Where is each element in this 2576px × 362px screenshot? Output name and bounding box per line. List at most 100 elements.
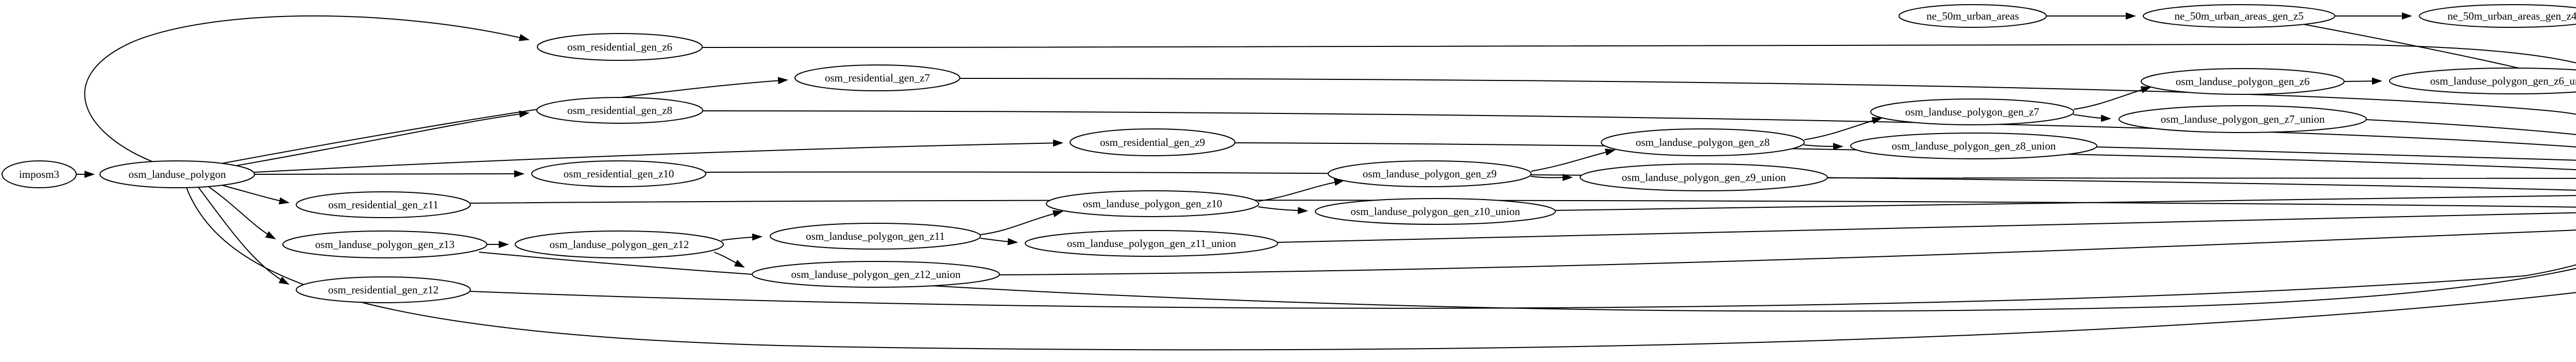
node-osm_residential_gen_z9: osm_residential_gen_z9 (1070, 128, 1235, 156)
node-osm_residential_gen_z7: osm_residential_gen_z7 (794, 64, 960, 91)
edge-osm_landuse_polygon_gen_z7_union-layer_z7 (2366, 119, 2576, 135)
node-osm_landuse_polygon: osm_landuse_polygon (99, 160, 255, 188)
edge-osm_landuse_polygon_gen_z10-osm_landuse_polygon_gen_z10_union (1258, 206, 1308, 215)
node-osm_residential_gen_z11: osm_residential_gen_z11 (296, 191, 471, 218)
node-osm_landuse_polygon_gen_z6_union: osm_landuse_polygon_gen_z6_union (2389, 68, 2576, 94)
node-ne_50m_urban_areas_gen_z4: ne_50m_urban_areas_gen_z4 (2419, 4, 2576, 28)
osm_landuse_polygon_gen_z12_union-ellipse (752, 261, 1000, 288)
osm_residential_gen_z8-label: osm_residential_gen_z8 (567, 104, 672, 117)
ne_50m_urban_areas-ellipse (1899, 4, 2047, 28)
edge-osm_landuse_polygon_gen_z10_union-layer_z10 (1555, 194, 2576, 211)
osm_landuse_polygon_gen_z13-ellipse (282, 231, 487, 258)
osm_landuse_polygon_gen_z10-label: osm_landuse_polygon_gen_z10 (1083, 198, 1223, 210)
node-osm_landuse_polygon_gen_z12: osm_landuse_polygon_gen_z12 (515, 231, 724, 258)
osm_landuse_polygon_gen_z11_union-ellipse (1025, 230, 1278, 257)
node-osm_residential_gen_z8: osm_residential_gen_z8 (536, 97, 703, 124)
osm_residential_gen_z9-label: osm_residential_gen_z9 (1100, 136, 1205, 149)
node-osm_residential_gen_z10: osm_residential_gen_z10 (531, 160, 706, 187)
edge-osm_landuse_polygon_gen_z10-osm_landuse_polygon_gen_z9 (1258, 178, 1345, 202)
node-osm_landuse_polygon_gen_z7_union: osm_landuse_polygon_gen_z7_union (2119, 105, 2367, 133)
edge-osm_landuse_polygon_gen_z11-osm_landuse_polygon_gen_z10 (980, 210, 1063, 235)
osm_residential_gen_z10-label: osm_residential_gen_z10 (564, 168, 674, 180)
node-osm_landuse_polygon_gen_z13: osm_landuse_polygon_gen_z13 (282, 231, 487, 258)
osm_landuse_polygon_gen_z7_union-ellipse (2119, 105, 2367, 133)
edge-osm_landuse_polygon_gen_z12_union-layer_z12 (999, 229, 2576, 275)
osm_residential_gen_z12-label: osm_residential_gen_z12 (328, 284, 439, 296)
node-osm_landuse_polygon_gen_z8_union: osm_landuse_polygon_gen_z8_union (1850, 133, 2097, 159)
edge-osm_residential_gen_z7-layer_z7 (959, 78, 2576, 115)
edge-osm_landuse_polygon-osm_residential_gen_z9 (254, 139, 1063, 173)
osm_landuse_polygon_gen_z10-ellipse (1046, 190, 1259, 217)
osm_landuse_polygon_gen_z8_union-label: osm_landuse_polygon_gen_z8_union (1892, 140, 2056, 152)
osm_landuse_polygon_gen_z6_union-label: osm_landuse_polygon_gen_z6_union (2430, 75, 2576, 87)
osm_residential_gen_z12-ellipse (296, 276, 471, 303)
edge-osm_landuse_polygon_gen_z8-osm_landuse_polygon_gen_z8_union (1803, 142, 1843, 150)
node-osm_landuse_polygon_gen_z10: osm_landuse_polygon_gen_z10 (1046, 190, 1259, 217)
edge-osm_landuse_polygon_gen_z7-osm_landuse_polygon_gen_z7_union (2073, 114, 2111, 122)
osm_landuse_polygon_gen_z6-label: osm_landuse_polygon_gen_z6 (2176, 75, 2310, 88)
edge-osm_residential_gen_z12-layer_z12 (470, 264, 2576, 309)
osm_landuse_polygon-label: osm_landuse_polygon (129, 168, 226, 180)
osm_landuse_polygon_gen_z11_union-label: osm_landuse_polygon_gen_z11_union (1067, 237, 1236, 250)
osm_landuse_polygon_gen_z10_union-ellipse (1315, 198, 1556, 225)
node-ne_50m_urban_areas: ne_50m_urban_areas (1899, 4, 2047, 28)
osm_landuse_polygon_gen_z12-label: osm_landuse_polygon_gen_z12 (550, 238, 689, 251)
edge-osm_landuse_polygon-osm_residential_gen_z12 (198, 187, 290, 285)
edge-osm_landuse_polygon-osm_residential_gen_z8 (236, 110, 530, 166)
node-osm_landuse_polygon_gen_z12_union: osm_landuse_polygon_gen_z12_union (752, 261, 1000, 288)
osm_landuse_polygon_gen_z12-ellipse (515, 231, 724, 258)
osm_landuse_polygon_gen_z10_union-label: osm_landuse_polygon_gen_z10_union (1351, 205, 1520, 218)
edges (76, 12, 2576, 351)
osm_landuse_polygon_gen_z13-label: osm_landuse_polygon_gen_z13 (315, 238, 455, 251)
node-osm_landuse_polygon_gen_z9_union: osm_landuse_polygon_gen_z9_union (1580, 163, 1828, 191)
osm_residential_gen_z7-label: osm_residential_gen_z7 (825, 72, 930, 84)
osm_landuse_polygon_gen_z6_union-ellipse (2389, 68, 2576, 94)
edge-osm_landuse_polygon_gen_z12-osm_landuse_polygon_gen_z12_union (714, 252, 745, 268)
osm_landuse_polygon_gen_z12_union-label: osm_landuse_polygon_gen_z12_union (791, 268, 961, 281)
edge-osm_residential_gen_z11-layer_z11 (470, 200, 2576, 208)
osm_residential_gen_z6-ellipse (537, 33, 703, 61)
edge-osm_landuse_polygon-osm_residential_gen_z7 (221, 77, 788, 164)
imposm3-ellipse (2, 160, 77, 188)
osm_residential_gen_z8-ellipse (536, 97, 703, 124)
node-osm_landuse_polygon_gen_z11: osm_landuse_polygon_gen_z11 (770, 223, 981, 250)
edge-osm_landuse_polygon-osm_residential_gen_z6 (84, 15, 530, 163)
edge-osm_landuse_polygon-osm_residential_gen_z11 (221, 185, 290, 205)
edge-osm_landuse_polygon_gen_z7-osm_landuse_polygon_gen_z6 (2073, 86, 2151, 110)
osm_landuse_polygon_gen_z7-label: osm_landuse_polygon_gen_z7 (1905, 106, 2039, 118)
osm_landuse_polygon_gen_z8_union-ellipse (1850, 133, 2097, 159)
osm_residential_gen_z6-label: osm_residential_gen_z6 (567, 41, 672, 53)
osm_landuse_polygon_gen_z11-ellipse (770, 223, 981, 250)
osm_landuse_polygon_gen_z9_union-label: osm_landuse_polygon_gen_z9_union (1622, 171, 1786, 184)
edge-osm_landuse_polygon-osm_landuse_polygon_gen_z13 (208, 186, 276, 239)
osm_landuse_polygon-ellipse (99, 160, 255, 188)
node-imposm3: imposm3 (2, 160, 77, 188)
osm_residential_gen_z11-ellipse (296, 191, 471, 218)
osm_landuse_polygon_gen_z8-label: osm_landuse_polygon_gen_z8 (1636, 136, 1770, 149)
node-osm_landuse_polygon_gen_z11_union: osm_landuse_polygon_gen_z11_union (1025, 230, 1278, 257)
edge-osm_landuse_polygon_gen_z8_union-layer_z8 (2096, 146, 2576, 161)
ne_50m_urban_areas_gen_z4-label: ne_50m_urban_areas_gen_z4 (2448, 10, 2576, 22)
ne_50m_urban_areas_gen_z5-ellipse (2143, 4, 2335, 28)
osm_landuse_polygon_gen_z7-ellipse (1870, 98, 2074, 125)
edge-osm_residential_gen_z6-layer_z6 (702, 43, 2576, 63)
osm_landuse_polygon_gen_z8-ellipse (1601, 128, 1805, 156)
osm_landuse_polygon_gen_z6-ellipse (2141, 68, 2345, 95)
osm_landuse_polygon_gen_z9-label: osm_landuse_polygon_gen_z9 (1363, 168, 1497, 180)
node-osm_landuse_polygon_gen_z10_union: osm_landuse_polygon_gen_z10_union (1315, 198, 1556, 225)
edge-osm_landuse_polygon_gen_z12-osm_landuse_polygon_gen_z11 (721, 233, 762, 241)
node-osm_landuse_polygon_gen_z7: osm_landuse_polygon_gen_z7 (1870, 98, 2074, 125)
osm_residential_gen_z10-ellipse (531, 160, 706, 187)
node-osm_landuse_polygon_gen_z9: osm_landuse_polygon_gen_z9 (1328, 160, 1532, 187)
osm_landuse_polygon_gen_z11-label: osm_landuse_polygon_gen_z11 (806, 230, 945, 242)
node-ne_50m_urban_areas_gen_z5: ne_50m_urban_areas_gen_z5 (2143, 4, 2335, 28)
ne_50m_urban_areas-label: ne_50m_urban_areas (1926, 10, 2019, 22)
node-osm_landuse_polygon_gen_z8: osm_landuse_polygon_gen_z8 (1601, 128, 1805, 156)
osm_residential_gen_z9-ellipse (1070, 128, 1235, 156)
edge-osm_landuse_polygon_gen_z8-osm_landuse_polygon_gen_z7 (1804, 117, 1883, 140)
osm_landuse_polygon_gen_z7_union-label: osm_landuse_polygon_gen_z7_union (2161, 113, 2325, 125)
imposm3-label: imposm3 (19, 168, 59, 180)
osm_landuse_polygon_gen_z9_union-ellipse (1580, 163, 1828, 191)
